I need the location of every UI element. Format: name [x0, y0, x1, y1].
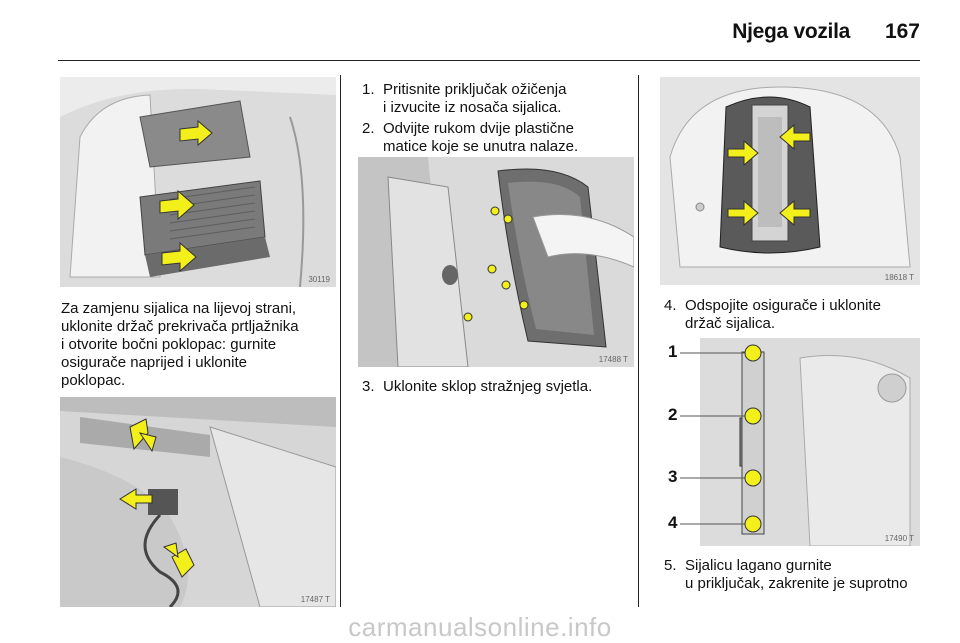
step-text-line: u priključak, zakrenite je suprotno	[685, 575, 908, 592]
figure-bulb-holder-clips: 18618 T	[660, 77, 920, 285]
header-rule	[58, 60, 920, 61]
paragraph-line: Za zamjenu sijalica na lijevoj strani,	[61, 300, 297, 317]
page-header: Njega vozila 167	[0, 0, 960, 58]
tail-light-removal-illustration	[358, 157, 634, 367]
paragraph-line: osigurače naprijed i uklonite	[61, 354, 247, 371]
step-text-line: Odvijte rukom dvije plastične	[383, 120, 574, 137]
figure-number: 17487 T	[300, 595, 330, 604]
step-1: 1. Pritisnite priključak ožičenja i izvu…	[362, 81, 632, 121]
trunk-panel-illustration	[60, 77, 336, 287]
watermark: carmanualsonline.info	[348, 612, 612, 642]
callout-3: 3	[668, 467, 678, 486]
figure-trunk-panel: 30119	[60, 77, 336, 287]
paragraph-line: uklonite držač prekrivača prtljažnika	[61, 318, 299, 335]
step-text-line: i izvucite iz nosača sijalica.	[383, 99, 562, 116]
section-title: Njega vozila	[732, 20, 850, 43]
figure-number: 18618 T	[884, 273, 914, 282]
step-text-line: Pritisnite priključak ožičenja	[383, 81, 567, 98]
callout-2: 2	[668, 405, 678, 424]
figure-number: 17488 T	[598, 355, 628, 364]
step-text-line: matice koje se unutra nalaze.	[383, 138, 579, 155]
step-number: 2.	[362, 120, 375, 137]
paragraph-line: i otvorite bočni poklopac: gurnite	[61, 336, 277, 353]
step-text-line: Uklonite sklop stražnjeg svjetla.	[383, 378, 593, 395]
paragraph-line: poklopac.	[61, 372, 126, 389]
figure-numbered-bulbs: 1 2 3 4 17490 T	[660, 338, 920, 546]
left-paragraph: Za zamjenu sijalica na lijevoj strani, u…	[61, 300, 336, 390]
step-3: 3. Uklonite sklop stražnjeg svjetla.	[362, 378, 632, 398]
page-number: 167	[884, 20, 920, 43]
step-text-line: držač sijalica.	[685, 315, 776, 332]
bulb-holder-clips-illustration	[660, 77, 920, 285]
step-number: 1.	[362, 81, 375, 98]
step-number: 5.	[664, 557, 677, 574]
step-4: 4. Odspojite osigurače i uklonite držač …	[664, 297, 924, 337]
column-divider-left	[340, 75, 341, 607]
figure-tail-light-removal: 17488 T	[358, 157, 634, 367]
step-text-line: Odspojite osigurače i uklonite	[685, 297, 881, 314]
wiring-connector-illustration	[60, 397, 336, 607]
column-divider-right	[638, 75, 639, 607]
callout-1: 1	[668, 342, 678, 361]
callout-4: 4	[668, 513, 678, 532]
step-text-line: Sijalicu lagano gurnite	[685, 557, 832, 574]
step-number: 4.	[664, 297, 677, 314]
step-5: 5. Sijalicu lagano gurnite u priključak,…	[664, 557, 924, 597]
figure-number: 17490 T	[884, 534, 914, 543]
figure-number: 30119	[308, 275, 330, 284]
step-2: 2. Odvijte rukom dvije plastične matice …	[362, 120, 632, 160]
figure-wiring-connector: 17487 T	[60, 397, 336, 607]
step-number: 3.	[362, 378, 375, 395]
numbered-bulbs-illustration	[680, 338, 920, 546]
